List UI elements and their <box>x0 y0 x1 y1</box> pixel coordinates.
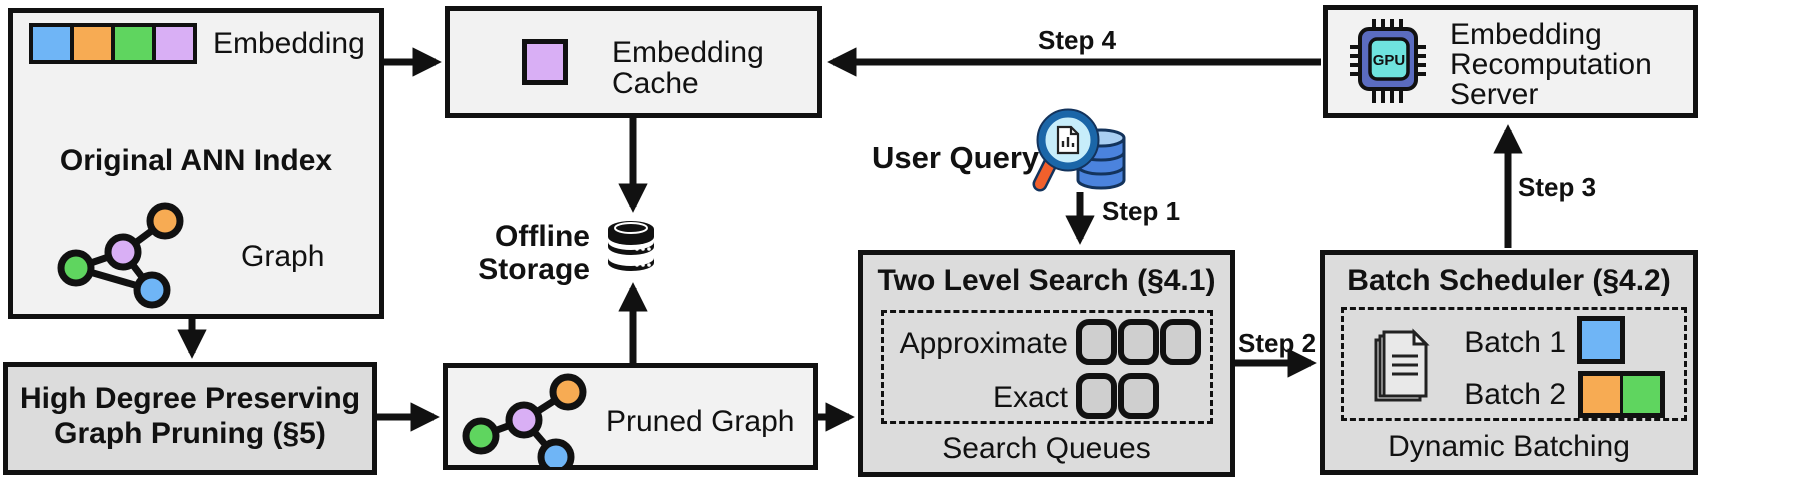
embedding-cell-orange <box>74 27 111 60</box>
graph-pruning-box: High Degree Preserving Graph Pruning (§5… <box>3 362 377 475</box>
pruned-graph-box: Pruned Graph <box>443 363 818 470</box>
user-query-label: User Query <box>872 140 1040 175</box>
embedding-cell-blue <box>33 27 70 60</box>
step4-label: Step 4 <box>1038 25 1117 55</box>
embedding-cell-green <box>115 27 152 60</box>
dynamic-batching-caption: Dynamic Batching <box>1388 430 1630 463</box>
recomputation-server-label: Embedding Recomputation Server <box>1450 18 1652 111</box>
embedding-cache-label: Embedding Cache <box>612 36 764 100</box>
queue-slot <box>1118 319 1159 365</box>
gpu-chip-icon: GPU <box>1350 19 1426 103</box>
batch1-label: Batch 1 <box>1464 326 1566 359</box>
ann-graph-icon <box>57 202 184 309</box>
pruned-graph-label: Pruned Graph <box>606 405 795 438</box>
graph-pruning-title: High Degree Preserving Graph Pruning (§5… <box>19 382 361 450</box>
batch2-swatch-green <box>1623 376 1660 413</box>
offline-storage-label: Offline Storage <box>478 220 590 286</box>
graph-label: Graph <box>241 240 325 273</box>
original-ann-index-box: Embedding Original ANN Index Graph <box>8 8 384 319</box>
queue-slot <box>1076 373 1117 419</box>
batch2-swatches <box>1578 371 1665 418</box>
step1-label: Step 1 <box>1102 196 1181 226</box>
step2-label: Step 2 <box>1238 328 1317 358</box>
queue-slot <box>1118 373 1159 419</box>
queue-slot <box>1076 319 1117 365</box>
exact-label: Exact <box>992 381 1068 414</box>
dynamic-batching-panel: Batch 1 Batch 2 <box>1341 307 1687 421</box>
approximate-label: Approximate <box>899 327 1068 360</box>
search-queues-panel: Approximate Exact <box>881 310 1213 424</box>
embedding-vector-icon <box>29 23 197 64</box>
embedding-cache-box: Embedding Cache <box>445 6 822 118</box>
documents-stack-icon <box>1374 328 1430 402</box>
embedding-cell-purple <box>156 27 193 60</box>
cached-embedding-icon <box>522 39 568 85</box>
search-queues-caption: Search Queues <box>942 432 1151 465</box>
embedding-label: Embedding <box>213 27 365 60</box>
gpu-chip-label: GPU <box>1373 52 1406 69</box>
batch2-swatch-orange <box>1583 376 1620 413</box>
approximate-queue-slots <box>1076 319 1201 365</box>
batch2-label: Batch 2 <box>1464 378 1566 411</box>
batch-scheduler-title: Batch Scheduler (§4.2) <box>1347 264 1671 297</box>
queue-slot <box>1160 319 1201 365</box>
batch-scheduler-box: Batch Scheduler (§4.2) Batch 1 Batch 2 <box>1320 250 1698 475</box>
offline-storage-database-icon <box>608 221 654 271</box>
user-query-icon <box>1032 108 1126 192</box>
recomputation-server-box: GPU Embedding Recomputation Server <box>1323 5 1698 118</box>
pruned-graph-icon <box>462 373 587 467</box>
step3-label: Step 3 <box>1518 172 1597 202</box>
ann-index-title: Original ANN Index <box>59 144 333 177</box>
batch1-swatch-blue <box>1577 316 1625 364</box>
exact-queue-slots <box>1076 373 1159 419</box>
two-level-search-title: Two Level Search (§4.1) <box>877 264 1216 297</box>
two-level-search-box: Two Level Search (§4.1) Approximate Exac… <box>858 250 1235 477</box>
